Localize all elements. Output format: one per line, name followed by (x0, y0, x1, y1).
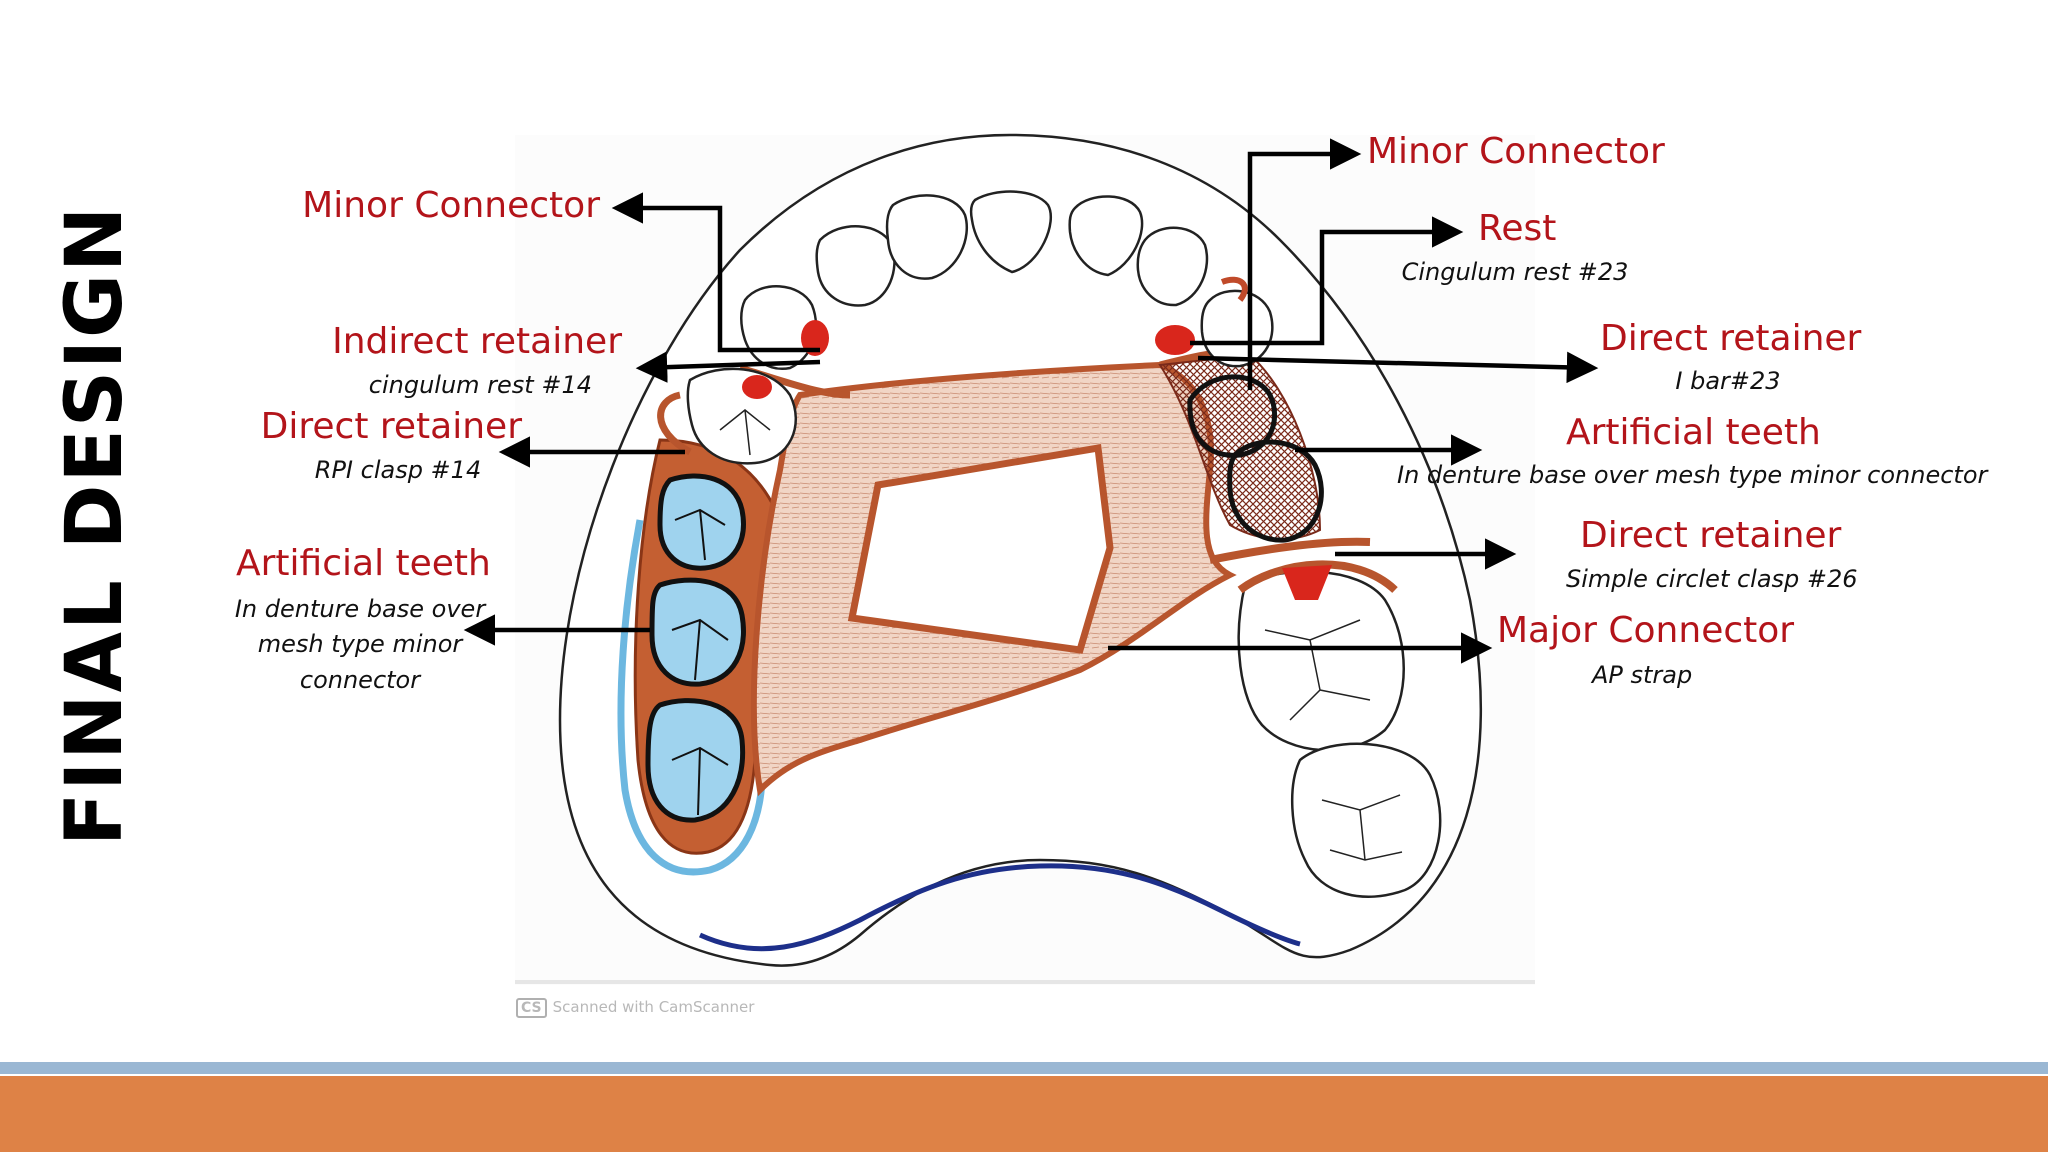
arrow-rest (1190, 216, 1464, 346)
label-direct-retainer-circlet: Direct retainer (1580, 515, 1842, 556)
left-denture-base-rim (617, 519, 766, 876)
rest-seat-14 (742, 375, 772, 399)
label-minor-connector-left: Minor Connector (302, 185, 600, 226)
sublabel-direct-retainer-left: RPI clasp #14 (314, 456, 482, 484)
tooth-26-fissure (1264, 619, 1371, 721)
right-clasp-tip (1220, 276, 1248, 302)
tooth-27-fissure (1321, 794, 1403, 861)
watermark-text: Scanned with CamScanner (552, 998, 755, 1016)
label-rest: Rest (1478, 208, 1557, 249)
camscanner-logo: CS (516, 998, 547, 1018)
label-artificial-teeth-right: Artificial teeth (1566, 412, 1821, 453)
sublabel-artificial-teeth-left-line3: connector (299, 666, 421, 694)
footer-orange-bar (0, 1076, 2048, 1152)
label-minor-connector-right: Minor Connector (1367, 131, 1665, 172)
tooth-26 (1237, 570, 1405, 752)
anterior-teeth (740, 190, 1274, 371)
tooth-14-fissure (719, 409, 771, 456)
sublabel-direct-retainer-circlet: Simple circlet clasp #26 (1566, 565, 1858, 593)
slide-title: FINAL DESIGN (50, 204, 140, 846)
sublabel-major-connector: AP strap (1592, 661, 1693, 689)
arrow-indirect-retainer (635, 351, 821, 383)
palatal-opening (847, 443, 1114, 654)
right-artificial-teeth (1187, 374, 1324, 543)
arrow-minor-connector-right (1247, 138, 1362, 390)
label-artificial-teeth-left: Artificial teeth (236, 543, 491, 584)
left-clasp-arm (657, 391, 692, 456)
sublabel-artificial-teeth-left-line1: In denture base over (234, 595, 486, 623)
label-direct-retainer-i-bar: Direct retainer (1600, 318, 1862, 359)
posterior-border-line (698, 863, 1301, 952)
label-indirect-retainer: Indirect retainer (332, 321, 622, 362)
label-major-connector: Major Connector (1497, 610, 1795, 651)
left-teeth-fissures (671, 508, 729, 816)
sublabel-indirect-retainer: cingulum rest #14 (368, 371, 592, 399)
cingulum-rest-13 (801, 320, 829, 356)
label-direct-retainer-left: Direct retainer (260, 406, 522, 447)
left-artificial-teeth (645, 473, 746, 823)
posterior-strap-to-molar (1209, 537, 1371, 564)
tooth-27 (1290, 742, 1442, 898)
sublabel-direct-retainer-i-bar: I bar#23 (1675, 367, 1781, 395)
footer-blue-bar (0, 1062, 2048, 1074)
circlet-clasp-26 (1237, 560, 1398, 594)
rest-seat-26 (1282, 565, 1332, 600)
arrow-direct-retainer-i-bar (1197, 351, 1599, 384)
sublabel-artificial-teeth-right: In denture base over mesh type minor con… (1397, 461, 1988, 489)
rest-seat-23 (1155, 325, 1195, 355)
scanner-watermark: CS Scanned with CamScanner (516, 998, 754, 1018)
leader-arrows (463, 138, 1599, 664)
sublabel-rest: Cingulum rest #23 (1401, 258, 1629, 286)
arrow-minor-connector-left (611, 192, 820, 353)
sublabel-artificial-teeth-left-line2: mesh type minor (257, 630, 463, 658)
